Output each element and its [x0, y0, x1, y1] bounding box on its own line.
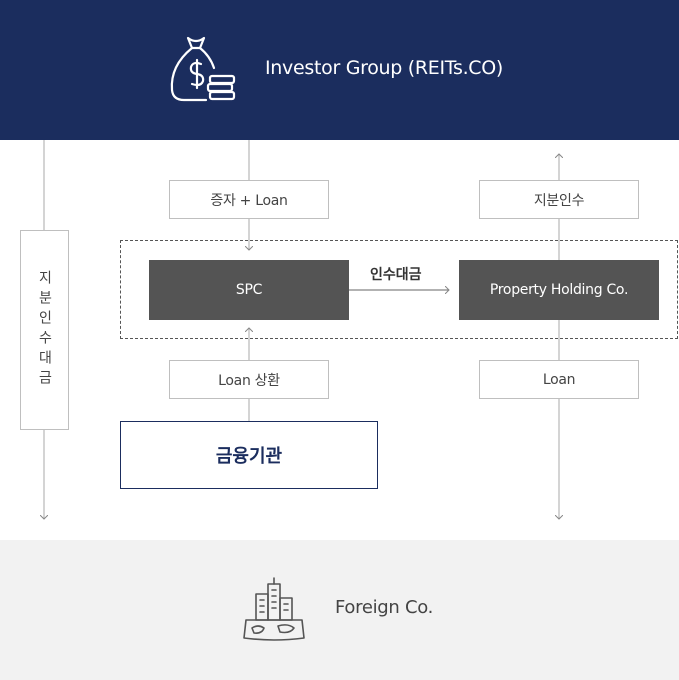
acquisition-payment-label: 인수대금	[370, 267, 422, 283]
deal-structure-group	[120, 240, 678, 339]
share-acquisition-label: 지분인수	[479, 180, 639, 219]
loan-label: Loan	[479, 360, 639, 399]
money-bag-icon	[170, 36, 236, 102]
share-acquisition-payment-label: 지분인수대금	[36, 270, 53, 390]
foreign-title: Foreign Co.	[335, 597, 434, 618]
property-holding-node: Property Holding Co.	[459, 260, 659, 320]
foreign-band	[0, 540, 679, 680]
financial-institution-node: 금융기관	[120, 421, 378, 489]
capital-loan-label: 증자 + Loan	[169, 180, 329, 219]
investor-title: Investor Group (REITs.CO)	[265, 57, 504, 79]
spc-node: SPC	[149, 260, 349, 320]
share-acquisition-payment-box: 지분인수대금	[20, 230, 69, 430]
investor-band	[0, 0, 679, 140]
city-island-icon	[243, 577, 305, 641]
loan-repayment-label: Loan 상환	[169, 360, 329, 399]
